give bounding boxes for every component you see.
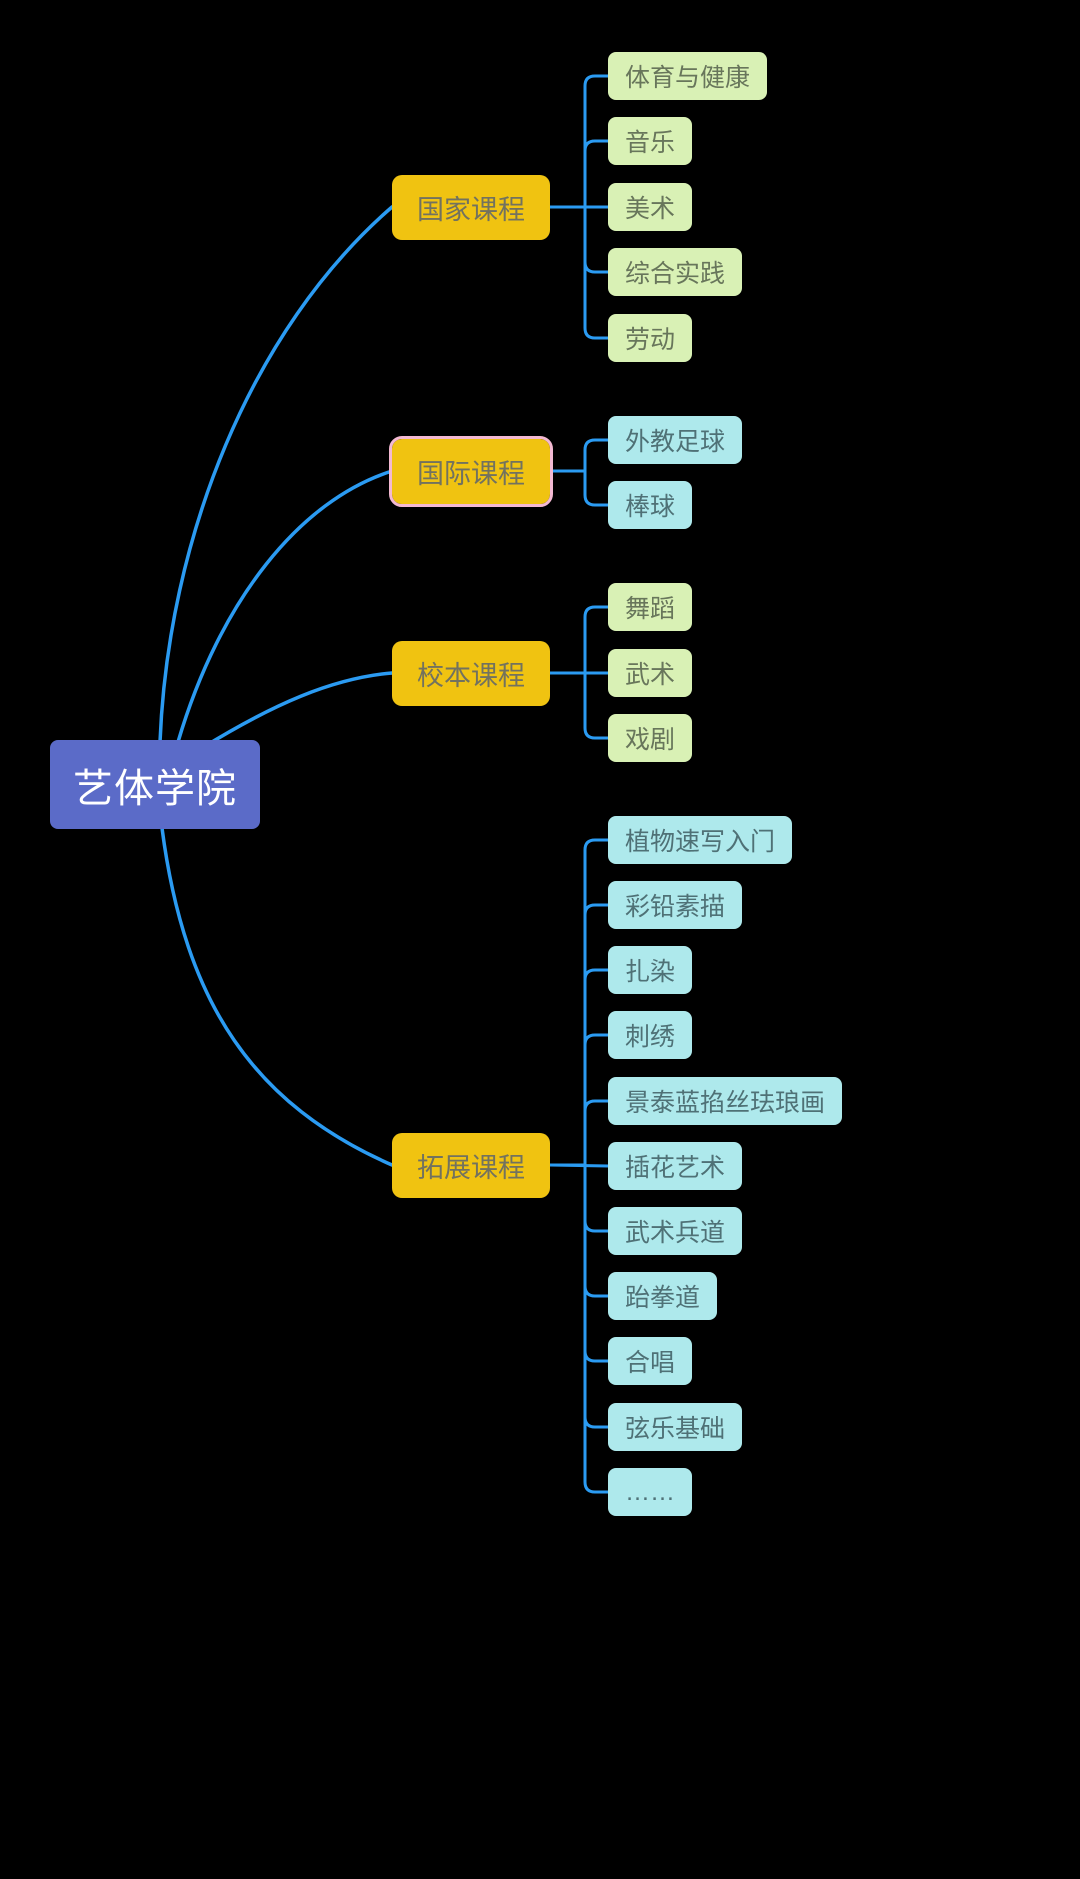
connector <box>583 139 608 207</box>
leaf-label: 综合实践 <box>625 260 726 288</box>
connector <box>583 673 608 740</box>
leaf-label: 景泰蓝掐丝珐琅画 <box>625 1089 826 1117</box>
leaf-label: 跆拳道 <box>625 1284 701 1312</box>
leaf-node[interactable]: 棒球 <box>608 481 693 529</box>
leaf-label: 武术兵道 <box>625 1219 726 1247</box>
root-label: 艺体学院 <box>73 766 237 811</box>
leaf-node[interactable]: 外教足球 <box>608 416 743 464</box>
connector <box>583 1033 608 1165</box>
connector <box>583 74 608 207</box>
leaf-label: …… <box>625 1477 675 1506</box>
leaf-node[interactable]: 扎染 <box>608 946 693 994</box>
connector <box>583 903 608 1165</box>
leaf-node[interactable]: 彩铅素描 <box>608 881 743 929</box>
leaf-node[interactable]: 植物速写入门 <box>608 816 793 864</box>
leaf-node[interactable]: 弦乐基础 <box>608 1403 743 1451</box>
leaf-node[interactable]: 合唱 <box>608 1337 693 1385</box>
branch-international-curriculum[interactable]: 国际课程 <box>389 436 553 507</box>
leaf-label: 植物速写入门 <box>625 828 776 856</box>
leaf-node[interactable]: 刺绣 <box>608 1011 693 1059</box>
leaf-node[interactable]: 音乐 <box>608 117 693 165</box>
branch-label: 拓展课程 <box>417 1153 525 1183</box>
branch-national-curriculum[interactable]: 国家课程 <box>392 175 550 240</box>
leaf-label: 彩铅素描 <box>625 893 726 921</box>
leaf-label: 外教足球 <box>625 428 726 456</box>
leaf-node[interactable]: 跆拳道 <box>608 1272 718 1320</box>
root-node[interactable]: 艺体学院 <box>50 740 260 829</box>
leaf-label: 劳动 <box>625 326 676 354</box>
leaf-label: 体育与健康 <box>625 64 751 92</box>
leaf-node[interactable]: 插花艺术 <box>608 1142 743 1190</box>
connector <box>583 471 608 507</box>
connector <box>583 605 608 673</box>
leaf-label: 刺绣 <box>625 1023 676 1051</box>
connector <box>583 438 608 471</box>
leaf-label: 舞蹈 <box>625 595 676 623</box>
curve-root-to-international <box>176 469 394 744</box>
branch-school-curriculum[interactable]: 校本课程 <box>392 641 550 706</box>
leaf-node[interactable]: 劳动 <box>608 314 693 362</box>
leaf-node[interactable]: 综合实践 <box>608 248 743 296</box>
leaf-label: 插花艺术 <box>625 1154 726 1182</box>
leaf-label: 合唱 <box>625 1349 676 1377</box>
leaf-node[interactable]: 舞蹈 <box>608 583 693 631</box>
leaf-node[interactable]: 武术兵道 <box>608 1207 743 1255</box>
connector <box>583 1165 608 1494</box>
leaf-node[interactable]: …… <box>608 1468 692 1516</box>
curve-root-to-school <box>200 671 394 750</box>
branch-extension-curriculum[interactable]: 拓展课程 <box>392 1133 550 1198</box>
connector <box>583 207 608 274</box>
connector <box>583 207 608 340</box>
leaf-label: 弦乐基础 <box>625 1415 726 1443</box>
curve-root-to-extension <box>160 826 394 1167</box>
branch-label: 国际课程 <box>417 459 525 489</box>
leaf-label: 扎染 <box>625 958 676 986</box>
leaf-label: 戏剧 <box>625 726 676 754</box>
branch-label: 校本课程 <box>417 661 525 691</box>
leaf-label: 武术 <box>625 661 676 689</box>
connector <box>583 968 608 1165</box>
leaf-node[interactable]: 体育与健康 <box>608 52 768 100</box>
connector <box>583 1165 608 1363</box>
leaf-node[interactable]: 美术 <box>608 183 693 231</box>
leaf-node[interactable]: 武术 <box>608 649 693 697</box>
leaf-label: 美术 <box>625 195 676 223</box>
curve-root-to-national <box>158 205 394 744</box>
leaf-node[interactable]: 戏剧 <box>608 714 693 762</box>
leaf-label: 音乐 <box>625 129 676 157</box>
connector <box>583 1099 608 1165</box>
connector <box>583 838 608 1165</box>
branch-label: 国家课程 <box>417 195 525 225</box>
leaf-label: 棒球 <box>625 493 676 521</box>
connector <box>583 1165 608 1233</box>
connector <box>549 1163 609 1168</box>
leaf-node[interactable]: 景泰蓝掐丝珐琅画 <box>608 1077 843 1125</box>
